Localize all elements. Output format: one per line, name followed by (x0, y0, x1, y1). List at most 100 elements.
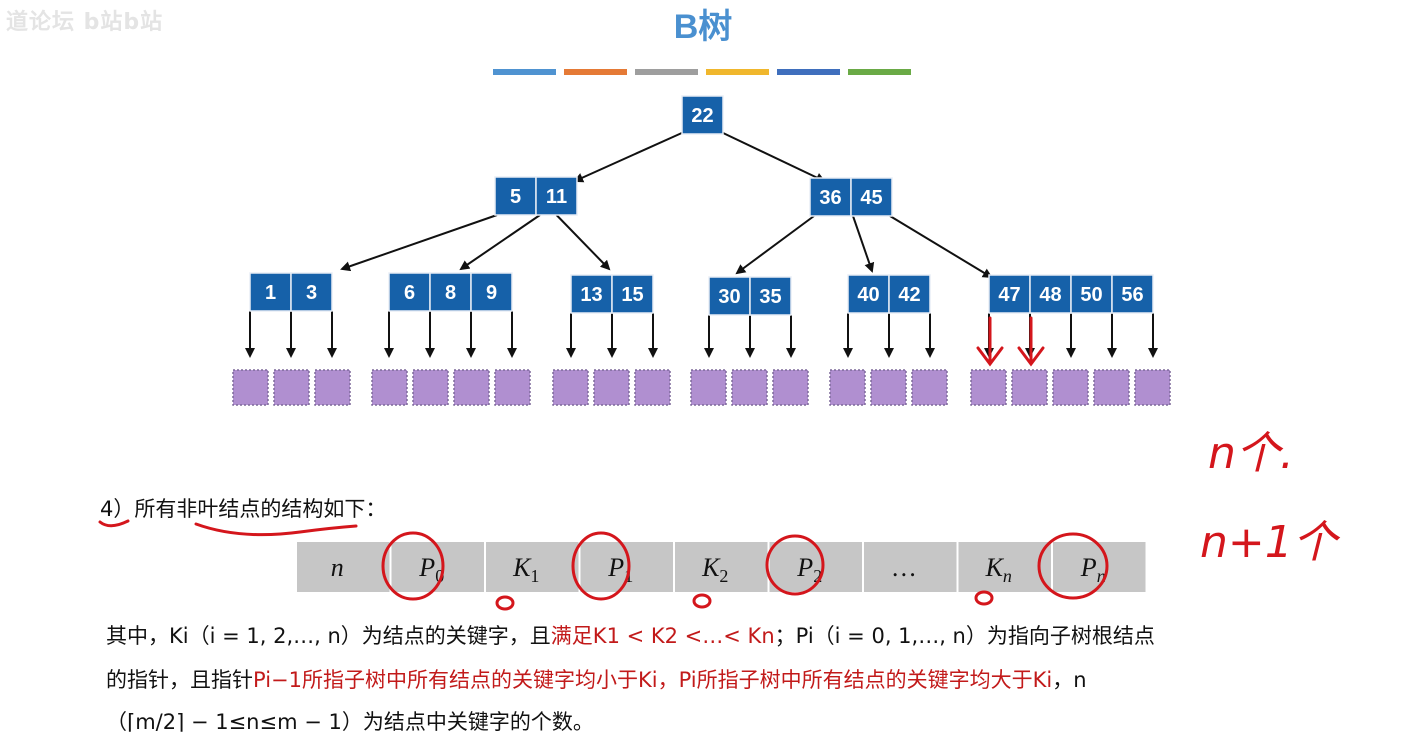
key-value: 22 (691, 105, 713, 127)
null-leaf (494, 369, 531, 406)
structure-cell-label: Pn (1080, 553, 1106, 586)
key-cell (847, 274, 890, 314)
key-value: 13 (580, 284, 602, 306)
key-value: 11 (546, 186, 567, 208)
key-value: 50 (1080, 284, 1102, 306)
leaf-null-nodes (232, 369, 1171, 406)
null-leaf (634, 369, 671, 406)
key-cell (888, 274, 931, 314)
red-arrow (976, 316, 1004, 367)
key-value: 56 (1121, 284, 1143, 306)
key-value: 42 (898, 284, 920, 306)
key-cell (749, 276, 792, 316)
null-leaf (314, 369, 351, 406)
underline-nonleaf (194, 522, 358, 537)
section-underlined: 非叶结点的结构 (176, 497, 323, 521)
p-line2-b: Pi−1所指子树中所有结点的关键字均小于Ki，Pi所指子树中所有结点的关键字均大… (253, 668, 1053, 692)
key-value: 1 (265, 282, 276, 304)
handwritten-annotations (98, 519, 1109, 611)
paragraph-line-1: 其中，Ki（i = 1, 2,…, n）为结点的关键字，且满足K1 < K2 <… (106, 621, 1155, 651)
section-tail: 如下： (323, 497, 386, 521)
tree-edge (720, 131, 826, 183)
key-value: 9 (486, 282, 497, 304)
key-value: 36 (819, 187, 841, 209)
structure-cell-label: … (893, 553, 916, 582)
null-leaf (690, 369, 727, 406)
key-cell (570, 274, 613, 314)
color-bar-segment (564, 69, 627, 75)
null-leaf (552, 369, 589, 406)
structure-cell-label: K1 (512, 553, 539, 586)
null-leaf (1093, 369, 1130, 406)
color-bar-segment (777, 69, 840, 75)
title-color-bar (493, 69, 911, 75)
circle-pn (1037, 532, 1109, 600)
key-value: 48 (1039, 284, 1061, 306)
null-leaf (453, 369, 490, 406)
null-leaf (1011, 369, 1048, 406)
structure-cell (295, 540, 392, 594)
dot-kn (974, 590, 994, 606)
color-bar-segment (493, 69, 556, 75)
color-bar-segment (706, 69, 769, 75)
null-leaf (273, 369, 310, 406)
key-value: 35 (759, 286, 781, 308)
p-line1-c: ；Pi（i = 0, 1,…, n）为指向子树根结点 (774, 624, 1155, 648)
dot-k2 (692, 593, 712, 609)
key-cell (1111, 274, 1154, 314)
tree-edge (340, 214, 498, 272)
red-pointer-arrows (976, 316, 1045, 367)
p-line1-a: 其中，Ki（i = 1, 2,…, n）为结点的关键字，且 (106, 624, 551, 648)
null-leaf (911, 369, 948, 406)
p-line3-a: （⌈m/2⌉ − 1≤n≤m − 1）为结点中关键字的个数。 (106, 710, 594, 734)
circle-p2 (765, 534, 825, 596)
internal-node: 36 45 (809, 177, 893, 217)
key-value: 8 (445, 282, 456, 304)
key-value: 5 (510, 186, 521, 208)
key-cell (470, 272, 513, 312)
key-value: 47 (998, 284, 1020, 306)
paragraph-line-3: （⌈m/2⌉ − 1≤n≤m − 1）为结点中关键字的个数。 (106, 707, 594, 737)
null-leaf (371, 369, 408, 406)
tree-edge (459, 214, 541, 271)
null-leaf (412, 369, 449, 406)
null-leaf (1052, 369, 1089, 406)
leaf-level-node: 47 48 50 56 (988, 274, 1154, 314)
color-bar-segment (635, 69, 698, 75)
null-leaf (731, 369, 768, 406)
underline-4 (98, 519, 130, 528)
circle-p0 (381, 531, 445, 601)
null-leaf (772, 369, 809, 406)
key-value: 45 (860, 187, 882, 209)
leaf-level-node: 30 35 (708, 276, 792, 316)
section-heading: 4）所有非叶结点的结构如下： (100, 497, 386, 521)
null-leaf (870, 369, 907, 406)
handwritten-note-n: n个. (1208, 428, 1294, 479)
tree-edge (852, 215, 875, 273)
structure-cell-label: P0 (418, 553, 444, 586)
watermark-logo: 道论坛 b站b站 (6, 10, 164, 35)
structure-cell-label: Kn (985, 553, 1012, 586)
key-cell (611, 274, 654, 314)
null-leaf (593, 369, 630, 406)
key-cell (388, 272, 431, 312)
internal-node: 5 11 (494, 176, 578, 216)
key-cell (850, 177, 893, 217)
structure-cell (673, 540, 770, 594)
null-leaf (1134, 369, 1171, 406)
color-bar-segment (848, 69, 911, 75)
key-cell (290, 272, 333, 312)
root-node: 22 (681, 95, 724, 135)
null-leaf (829, 369, 866, 406)
key-cell (429, 272, 472, 312)
null-leaf (232, 369, 269, 406)
section-label: 4）所有 (100, 497, 176, 521)
p-line2-c: ，n (1052, 668, 1087, 692)
key-value: 30 (718, 286, 740, 308)
